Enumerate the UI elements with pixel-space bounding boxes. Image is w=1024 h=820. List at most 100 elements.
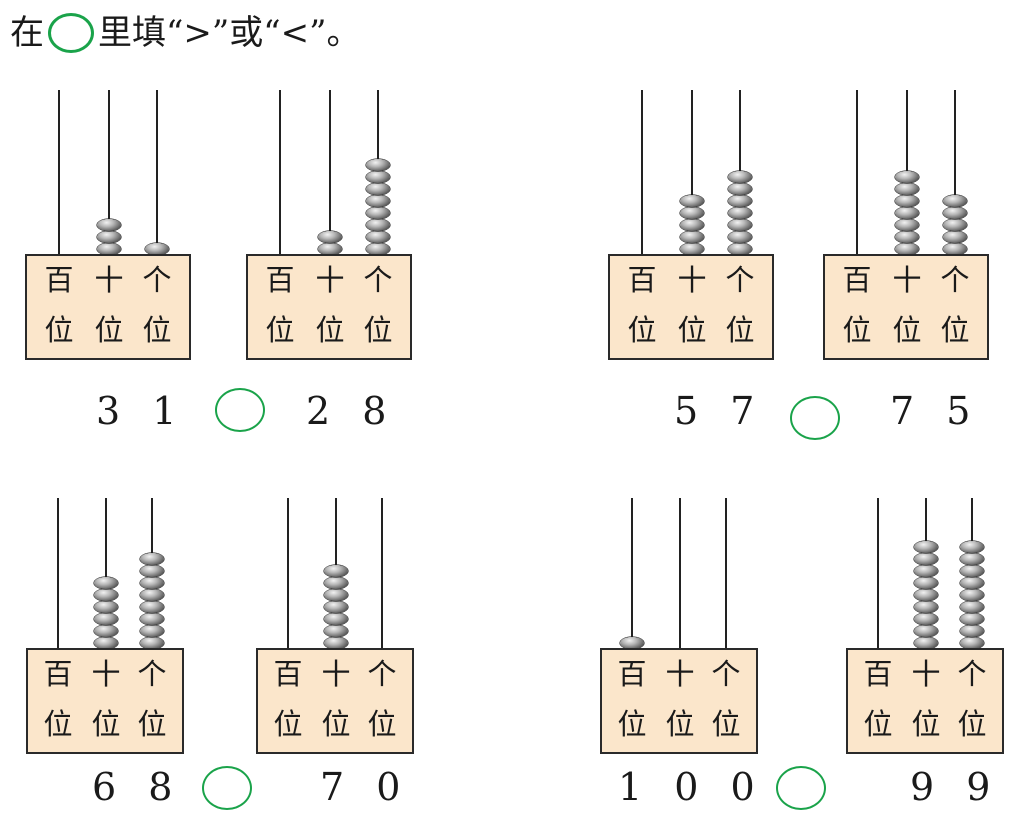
abacus-rod-hundreds	[57, 498, 59, 648]
abacus-rod-hundreds	[279, 90, 281, 254]
bead	[324, 565, 348, 577]
abacus-rod-hundreds	[631, 498, 633, 648]
place-value-box	[846, 648, 1004, 754]
bead	[620, 637, 644, 649]
bead	[94, 613, 118, 625]
bead	[97, 231, 121, 243]
abacus-3-left: 百位十位个位	[600, 498, 758, 754]
abacus-1-left: 百位十位个位	[608, 90, 774, 360]
bead	[960, 613, 984, 625]
bead	[94, 625, 118, 637]
bead	[960, 601, 984, 613]
bead	[960, 565, 984, 577]
bead	[914, 601, 938, 613]
abacus-rod-tens	[108, 90, 110, 254]
bead	[140, 625, 164, 637]
abacus-rod-tens	[679, 498, 681, 648]
bead	[140, 613, 164, 625]
place-value-box	[608, 254, 774, 360]
place-label-ones: 个	[957, 657, 987, 691]
bead	[728, 243, 752, 255]
bead	[895, 243, 919, 255]
bead	[728, 183, 752, 195]
place-label-suffix: 位	[94, 313, 124, 347]
abacus-3-right: 百位十位个位	[846, 498, 1004, 754]
bead	[895, 171, 919, 183]
place-label-suffix: 位	[137, 707, 167, 741]
answer-circle[interactable]	[202, 766, 252, 810]
place-label-suffix: 位	[940, 313, 970, 347]
place-value-box	[246, 254, 412, 360]
place-label-suffix: 位	[842, 313, 872, 347]
bead	[366, 243, 390, 255]
place-label-suffix: 位	[44, 313, 74, 347]
bead	[366, 171, 390, 183]
place-label-suffix: 位	[321, 707, 351, 741]
abacus-rod-ones	[156, 90, 158, 254]
bead	[914, 577, 938, 589]
bead	[914, 625, 938, 637]
place-label-suffix: 位	[627, 313, 657, 347]
bead	[943, 243, 967, 255]
answer-circle[interactable]	[776, 766, 826, 810]
bead	[943, 231, 967, 243]
place-value-box	[823, 254, 989, 360]
place-label-suffix: 位	[665, 707, 695, 741]
bead	[680, 219, 704, 231]
place-value-box	[25, 254, 191, 360]
right-number: 7 0	[320, 765, 411, 809]
bead	[94, 589, 118, 601]
place-label-suffix: 位	[725, 313, 755, 347]
abacus-rod-hundreds	[287, 498, 289, 648]
place-label-suffix: 位	[677, 313, 707, 347]
bead	[960, 637, 984, 649]
bead	[895, 207, 919, 219]
bead	[366, 159, 390, 171]
bead	[680, 231, 704, 243]
bead	[324, 613, 348, 625]
bead	[140, 637, 164, 649]
answer-circle[interactable]	[215, 388, 265, 432]
bead	[680, 243, 704, 255]
bead	[366, 183, 390, 195]
bead	[943, 207, 967, 219]
answer-circle-icon	[48, 13, 94, 53]
place-label-hundreds: 百	[863, 657, 893, 691]
bead	[728, 231, 752, 243]
place-label-suffix: 位	[91, 707, 121, 741]
abacus-2-right: 百位十位个位	[256, 498, 414, 754]
place-label-suffix: 位	[43, 707, 73, 741]
place-label-suffix: 位	[265, 313, 295, 347]
abacus-rod-tens	[329, 90, 331, 254]
bead	[140, 553, 164, 565]
place-label-suffix: 位	[273, 707, 303, 741]
place-label-tens: 十	[911, 657, 941, 691]
bead	[960, 589, 984, 601]
bead	[97, 243, 121, 255]
bead	[366, 219, 390, 231]
bead	[960, 553, 984, 565]
place-label-hundreds: 百	[842, 263, 872, 297]
place-label-ones: 个	[725, 263, 755, 297]
bead	[140, 589, 164, 601]
place-label-tens: 十	[665, 657, 695, 691]
bead	[324, 625, 348, 637]
place-label-tens: 十	[677, 263, 707, 297]
answer-circle[interactable]	[790, 396, 840, 440]
place-label-suffix: 位	[911, 707, 941, 741]
place-label-suffix: 位	[315, 313, 345, 347]
bead	[680, 195, 704, 207]
place-label-suffix: 位	[957, 707, 987, 741]
place-label-ones: 个	[142, 263, 172, 297]
left-number: 3 1	[96, 389, 187, 433]
place-label-ones: 个	[711, 657, 741, 691]
abacus-rod-tens	[691, 90, 693, 254]
bead	[960, 625, 984, 637]
abacus-2-left: 百位十位个位	[26, 498, 184, 754]
place-label-ones: 个	[363, 263, 393, 297]
bead	[914, 565, 938, 577]
place-label-tens: 十	[892, 263, 922, 297]
place-label-hundreds: 百	[265, 263, 295, 297]
place-label-suffix: 位	[367, 707, 397, 741]
place-label-tens: 十	[321, 657, 351, 691]
